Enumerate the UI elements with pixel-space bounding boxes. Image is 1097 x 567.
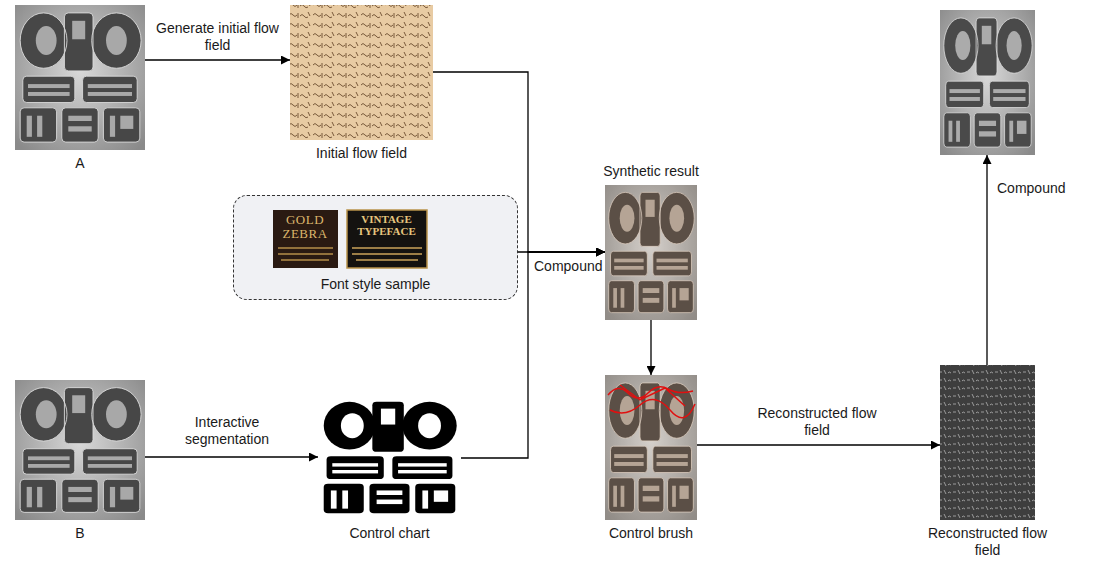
arrow-label: Compound bbox=[534, 258, 602, 275]
arrow-label: Generate initial flow field bbox=[150, 20, 285, 54]
input-image: B bbox=[15, 380, 145, 520]
flow-arrow bbox=[986, 155, 987, 365]
final-image bbox=[940, 10, 1035, 155]
image-caption: Reconstructed flow field bbox=[928, 525, 1048, 559]
font-sample: VINTAGE TYPEFACE bbox=[347, 210, 427, 268]
flow-arrow bbox=[145, 59, 290, 60]
flow-arrow bbox=[461, 252, 605, 458]
dashed-group-box: Font style sample GOLD ZEBRA VINTAGE TYPEF… bbox=[233, 195, 518, 300]
font-sample: GOLD ZEBRA bbox=[273, 210, 338, 268]
sample-text: GOLD ZEBRA bbox=[273, 210, 338, 241]
flow-arrow bbox=[145, 456, 318, 457]
arrow-label: Interactive segmentation bbox=[152, 414, 302, 448]
flow-field-image: Initial flow field bbox=[290, 5, 433, 140]
image-caption: Control chart bbox=[320, 525, 460, 542]
image-caption: Font style sample bbox=[234, 276, 517, 293]
sample-text: VINTAGE TYPEFACE bbox=[347, 210, 427, 237]
flow-arrow bbox=[697, 444, 940, 445]
result-image: Synthetic result bbox=[605, 185, 697, 320]
image-caption: Synthetic result bbox=[596, 163, 706, 180]
arrow-label: Reconstructed flow field bbox=[752, 405, 882, 439]
brush-image: Control brush bbox=[605, 375, 697, 520]
mask-image: Control chart bbox=[318, 395, 461, 520]
input-image: A bbox=[15, 5, 145, 150]
flow-arrow bbox=[433, 72, 605, 252]
image-caption: A bbox=[50, 155, 110, 172]
image-caption: B bbox=[50, 525, 110, 542]
flow-arrow bbox=[650, 320, 651, 375]
arrow-label: Compound bbox=[997, 180, 1077, 197]
image-caption: Initial flow field bbox=[282, 145, 442, 162]
flow-field-image: Reconstructed flow field bbox=[940, 365, 1035, 520]
image-caption: Control brush bbox=[586, 525, 716, 542]
